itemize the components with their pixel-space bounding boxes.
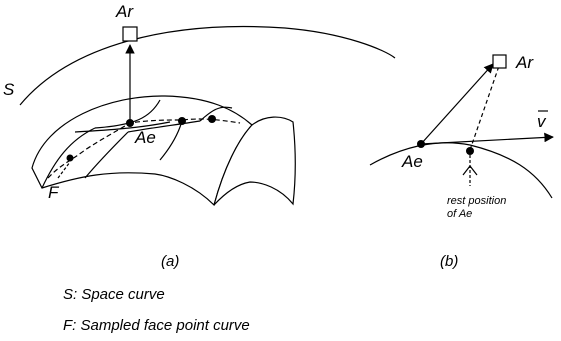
ae-point-a — [126, 119, 134, 127]
label-s: S — [3, 80, 15, 99]
sample-points-a — [66, 115, 216, 162]
surface-curve-b — [369, 142, 553, 199]
figure-b — [369, 54, 554, 199]
figure-a — [19, 25, 396, 207]
label-ae-a: Ae — [134, 128, 156, 147]
surface-grid-line-5 — [127, 120, 201, 133]
sample-point — [178, 117, 186, 125]
rest-point — [466, 147, 474, 155]
caption-b: (b) — [440, 253, 458, 270]
caption-a: (a) — [161, 253, 179, 270]
ar-marker-b — [492, 54, 507, 69]
surface-grid-line-3 — [74, 121, 171, 133]
face-surface-right — [213, 116, 296, 206]
sample-point — [66, 154, 74, 162]
legend-face-point-curve: F: Sampled face point curve — [63, 317, 250, 334]
label-v: v — [537, 112, 547, 131]
space-curve-s — [19, 25, 396, 106]
rest-position-text-2: of Ae — [447, 208, 472, 220]
arrow-ae-to-ar-b — [420, 63, 494, 145]
velocity-vector — [420, 132, 554, 145]
sample-point — [208, 115, 216, 123]
ar-marker-a — [122, 26, 138, 42]
label-f: F — [48, 183, 60, 202]
label-ar-b: Ar — [515, 53, 534, 72]
dashed-rest-to-ar — [469, 65, 500, 151]
rest-position-text-1: rest position — [447, 195, 506, 207]
label-ar-a: Ar — [115, 2, 134, 21]
surface-grid-line-4 — [84, 131, 129, 179]
sample-points-b — [417, 140, 474, 155]
rest-pointer-head — [462, 165, 478, 176]
surface-grid-line-7 — [199, 106, 233, 122]
surface-grid-line-1 — [41, 127, 96, 189]
legend-space-curve: S: Space curve — [63, 286, 165, 303]
surface-grid-line-2 — [94, 99, 161, 129]
ae-point-b — [417, 140, 425, 148]
label-ae-b: Ae — [401, 152, 423, 171]
f-leader-line — [57, 161, 71, 179]
